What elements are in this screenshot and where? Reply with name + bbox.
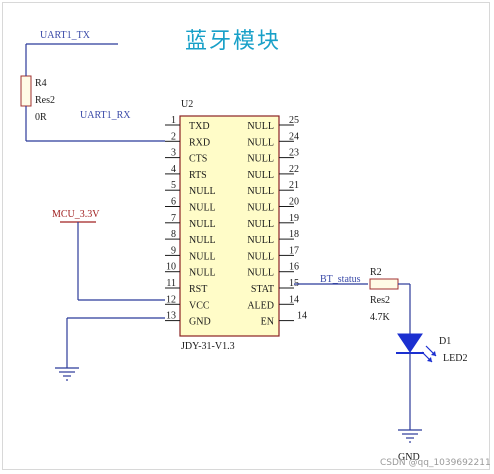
u2-pin-name: RST	[189, 284, 207, 295]
u2-pin-name: NULL	[247, 186, 274, 197]
u2-pin-number: 1	[171, 115, 176, 126]
u2-pin-number: 7	[171, 213, 176, 224]
u2-pin-number: 25	[289, 115, 299, 126]
u2-pin-name: ALED	[247, 300, 274, 311]
u2-pin-number: 17	[289, 245, 299, 256]
u2-ref: U2	[181, 99, 193, 110]
schematic-title: 蓝牙模块	[185, 29, 281, 54]
u2-pin-number: 4	[171, 164, 176, 175]
u2-pin-name: CTS	[189, 154, 207, 165]
bt-status-label: BT_status	[320, 274, 361, 285]
u2-pin-number: 5	[171, 180, 176, 191]
u2-pin-name: NULL	[189, 203, 216, 214]
u2-pin-number: 16	[289, 262, 299, 273]
u2-pin-number: 23	[289, 148, 299, 159]
u2-pin-name: NULL	[189, 186, 216, 197]
r2-value: 4.7K	[370, 312, 391, 323]
u2-left-pins: 1TXD2RXD3CTS4RTS5NULL6NULL7NULL8NULL9NUL…	[165, 115, 216, 328]
u2-pin-number: 6	[171, 197, 176, 208]
r2-type: Res2	[370, 295, 390, 306]
u2-pin-name: RXD	[189, 137, 210, 148]
u2-pin-number: 24	[289, 131, 299, 142]
u2-pin-name: NULL	[189, 268, 216, 279]
u2-pin-number: 2	[171, 131, 176, 142]
u2-pin-number: 8	[171, 229, 176, 240]
u2-pin-name: TXD	[189, 121, 210, 132]
u2-pin-name: NULL	[189, 235, 216, 246]
u2-pin-number: 9	[171, 245, 176, 256]
gnd-label: GND	[398, 452, 420, 463]
u2-pin-number: 3	[171, 148, 176, 159]
u2-pin-name: NULL	[247, 154, 274, 165]
u2-pin-name: NULL	[247, 235, 274, 246]
r4-type: Res2	[35, 95, 55, 106]
u2-pin-number: 18	[289, 229, 299, 240]
u2-pin-name: NULL	[247, 121, 274, 132]
u2-pin-number: 21	[289, 180, 299, 191]
u2-body	[179, 115, 280, 337]
u2-pin-name: STAT	[251, 284, 274, 295]
d1-type: LED2	[443, 353, 467, 364]
led-icon	[396, 333, 437, 363]
r4-resistor	[20, 75, 32, 107]
u2-pin-name: NULL	[189, 219, 216, 230]
uart-tx-label: UART1_TX	[40, 30, 91, 41]
u2-pin-number: 12	[166, 294, 176, 305]
u2-pin-name: NULL	[247, 268, 274, 279]
u2-pin-name: GND	[189, 317, 211, 328]
r4-value: 0R	[35, 112, 47, 123]
u2-right-pins: 25NULL24NULL23NULL22NULL21NULL20NULL19NU…	[247, 115, 307, 328]
u2-pin-name: NULL	[189, 251, 216, 262]
u2-pin-number: 14	[289, 294, 299, 305]
watermark: CSDN @qq_1039692211	[380, 458, 491, 468]
u2-pin-name: RTS	[189, 170, 207, 181]
u2-pin-number: 19	[289, 213, 299, 224]
d1-ref: D1	[439, 336, 451, 347]
u2-pin-number: 22	[289, 164, 299, 175]
r2-resistor	[369, 278, 399, 290]
u2-pin-number: 11	[166, 278, 176, 289]
r4-ref: R4	[35, 78, 47, 89]
uart-rx-label: UART1_RX	[80, 110, 131, 121]
u2-pin-number: 14	[297, 311, 307, 322]
ground-symbol-right	[398, 429, 422, 443]
mcu-power-label: MCU_3.3V	[52, 209, 100, 220]
ground-symbol-left	[55, 367, 79, 381]
u2-pin-name: NULL	[247, 251, 274, 262]
u2-part: JDY-31-V1.3	[181, 341, 235, 352]
u2-pin-number: 13	[166, 311, 176, 322]
u2-pin-name: VCC	[189, 300, 210, 311]
u2-pin-name: NULL	[247, 203, 274, 214]
u2-pin-number: 20	[289, 197, 299, 208]
u2-pin-name: NULL	[247, 137, 274, 148]
u2-pin-number: 10	[166, 262, 176, 273]
r2-ref: R2	[370, 267, 382, 278]
u2-pin-name: NULL	[247, 219, 274, 230]
u2-pin-name: EN	[261, 317, 274, 328]
u2-pin-name: NULL	[247, 170, 274, 181]
drawing-frame	[2, 2, 490, 470]
